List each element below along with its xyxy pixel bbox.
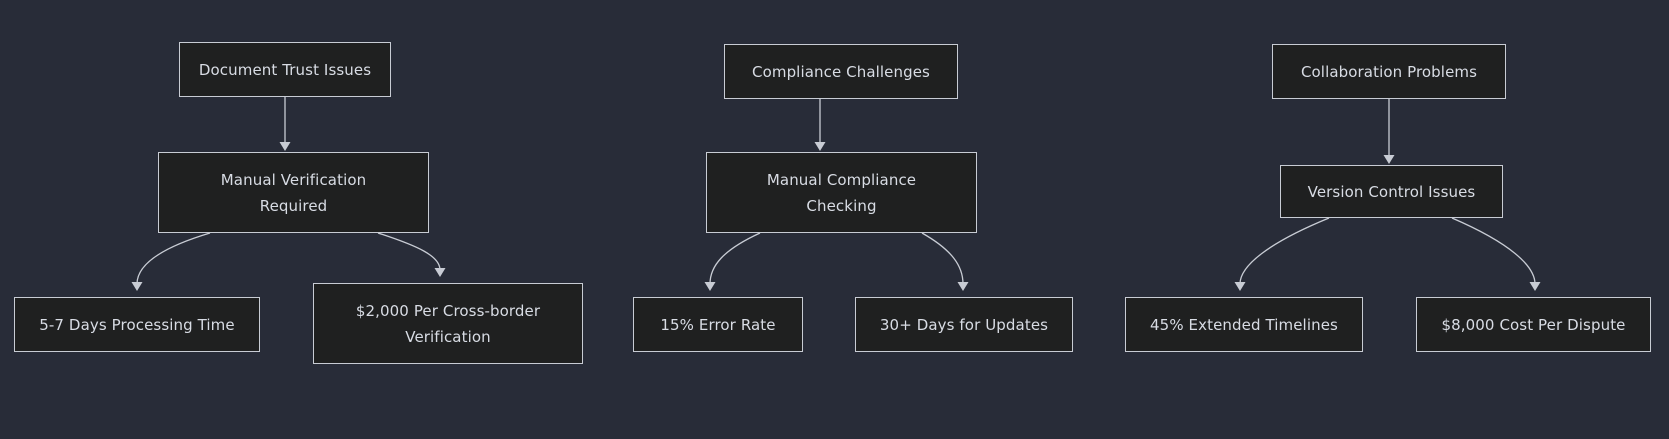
arrowhead-n1-to-n2 — [279, 142, 291, 151]
arrowhead-n5-to-n6 — [814, 142, 826, 151]
node-n6[interactable]: Manual Compliance Checking — [706, 152, 977, 233]
node-n10[interactable]: Version Control Issues — [1280, 165, 1503, 218]
arrowhead-n10-to-n12 — [1529, 282, 1541, 291]
node-n12[interactable]: $8,000 Cost Per Dispute — [1416, 297, 1651, 352]
edge-n2-to-n3 — [136, 232, 211, 285]
arrowhead-n2-to-n3 — [131, 282, 143, 291]
arrowhead-n6-to-n8 — [957, 282, 969, 291]
node-n3[interactable]: 5-7 Days Processing Time — [14, 297, 260, 352]
arrowhead-n2-to-n4 — [434, 268, 446, 277]
edge-n2-to-n4 — [377, 232, 441, 271]
edge-n6-to-n7 — [709, 232, 761, 285]
node-n2[interactable]: Manual Verification Required — [158, 152, 429, 233]
node-n11[interactable]: 45% Extended Timelines — [1125, 297, 1363, 352]
edge-n10-to-n12 — [1451, 217, 1536, 285]
node-n5[interactable]: Compliance Challenges — [724, 44, 958, 99]
edge-n10-to-n11 — [1239, 217, 1330, 285]
arrowhead-n6-to-n7 — [704, 282, 716, 291]
node-n9[interactable]: Collaboration Problems — [1272, 44, 1506, 99]
node-n7[interactable]: 15% Error Rate — [633, 297, 803, 352]
node-n1[interactable]: Document Trust Issues — [179, 42, 391, 97]
arrowhead-n10-to-n11 — [1234, 282, 1246, 291]
edge-n6-to-n8 — [921, 232, 964, 285]
node-n4[interactable]: $2,000 Per Cross-border Verification — [313, 283, 583, 364]
arrowhead-n9-to-n10 — [1383, 155, 1395, 164]
node-n8[interactable]: 30+ Days for Updates — [855, 297, 1073, 352]
